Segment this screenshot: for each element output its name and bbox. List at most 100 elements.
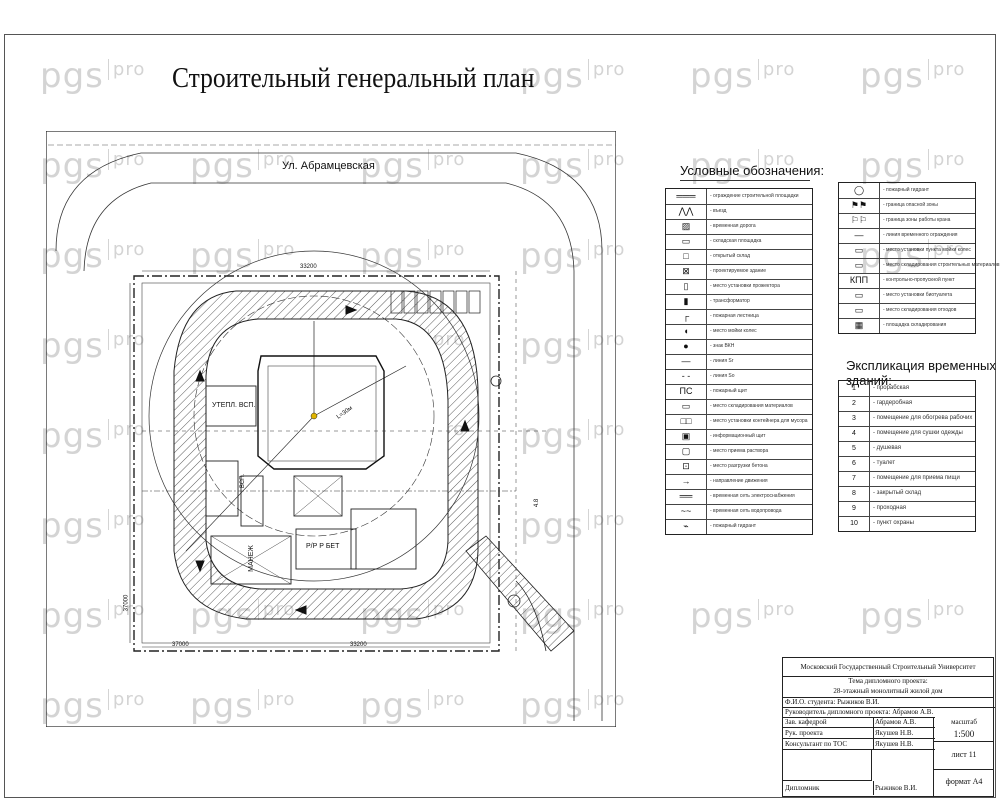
site-plan [45,130,617,728]
explication-row: 9- проходная [839,501,975,517]
legend-row: ▭- место складирования строительных мате… [839,258,1000,274]
building-label: МАНЕЖ [247,545,255,572]
site-plan-drawing [45,130,617,728]
page-title: Строительный генеральный план [172,62,535,94]
explication-row: 5- душевая [839,441,975,457]
street-outer-curb [55,152,603,721]
legend-row: ▦- площадка складирования [839,318,975,333]
student-name: Ф.И.О. студента: Рыжиков В.И. [783,697,995,708]
topic-label: Тема дипломного проекта: [848,677,928,685]
legend-row: ▭- место складирования отходов [839,303,975,319]
sheet-info: масштаб 1:500 лист 11 формат А4 [933,717,994,796]
project-topic: 28-этажный монолитный жилой дом [783,686,993,698]
supervisor-line: Руководитель дипломного проекта: Абрамов… [783,708,935,718]
tower-crane [310,412,318,420]
container-row [390,290,481,314]
explication-row: 2- гардеробная [839,396,975,412]
crane-reach [148,250,480,582]
dim-bottom: 33200 [350,642,367,648]
legend-row: ▣- информационный щит [666,429,812,445]
building-label: ВСП. [240,473,247,489]
legend-row: ▢- место приема раствора [666,444,812,460]
legend-row: ▭- место установки биотуалета [839,288,975,304]
scale-value: 1:500 [934,727,994,742]
legend-row: ~~- временная сеть водопровода [666,504,812,520]
explication-row: 7- помещение для приема пищи [839,471,975,487]
dim-top: 33200 [300,264,317,270]
legend-table-left: ═══- ограждение строительной площадки ⋀⋀… [665,188,813,535]
legend-row: - -- линия Sо [666,369,812,385]
temp-building-b3 [295,528,357,570]
street-inner-curb [83,182,575,721]
dim-right: 4.8 [534,498,541,508]
legend-row: ▭- место установки пункта мойки колес [839,243,975,259]
university-name: Московский Государственный Строительный … [783,658,993,677]
legend-row: ◖- место мойки колес [666,324,812,340]
explication-row: 10- пункт охраны [839,516,975,531]
legend-row: ▭- место складирования материалов [666,399,812,415]
legend-table-right: ◯- пожарный гидрант ⚑⚑- граница опасной … [838,182,1000,334]
temp-building-b2 [240,475,264,527]
main-building [257,355,385,470]
sheet-number: лист 11 [934,741,994,770]
building-label: Р/Р Р БЕТ [306,543,340,550]
street-label: Ул. Абрамцевская [282,160,375,172]
site-fence [133,275,500,652]
legend-heading: Условные обозначения: [680,163,825,178]
legend-row: ◯- пожарный гидрант [839,183,975,199]
legend-row: ⌁- пожарный гидрант [666,519,812,534]
legend-row: ▮- трансформатор [666,294,812,310]
legend-row: ▨- временная дорога [666,219,812,235]
legend-row: ══- временная сеть электроснабжения [666,489,812,505]
legend-row: ⚐⚐- граница зоны работы крана [839,213,975,229]
dim-left: 37000 [123,594,130,612]
explication-row: 8- закрытый склад [839,486,975,502]
legend-row: ⊠- проектируемое здание [666,264,812,280]
sheet-format: формат А4 [945,777,983,786]
explication-row: 6- туалет [839,456,975,472]
explication-row: 3- помещение для обогрева рабочих [839,411,975,427]
legend-row: —- линия Sг [666,354,812,370]
explication-table: 1- прорабская 2- гардеробная 3- помещени… [838,380,976,532]
legend-row: →- направление движения [666,474,812,490]
building-label: УТЕПЛ. ВСП. [212,402,256,409]
legend-row: □□- место установки контейнера для мусор… [666,414,812,430]
exit-road [465,535,575,652]
temp-building-b1 [205,385,257,427]
legend-row: ▭- складская площадка [666,234,812,250]
legend-row: ═══- ограждение строительной площадки [666,189,812,205]
legend-row: КПП- контрольно-пропускной пункт [839,273,975,289]
legend-row: —- линия временного ограждения [839,228,975,244]
explication-row: 4- помещение для сушки одежды [839,426,975,442]
legend-row: ●- знак ВКН [666,339,812,355]
legend-row: ПС- пожарный щит [666,384,812,400]
drawing-frame [4,34,996,798]
legend-row: ▯- место установки прожектора [666,279,812,295]
dim-bottom-left: 37000 [172,642,189,648]
legend-row: □- открытый склад [666,249,812,265]
explication-row: 1- прорабская [839,381,975,397]
legend-row: ┌- пожарная лестница [666,309,812,325]
legend-row: ⋀⋀- въезд [666,204,812,220]
